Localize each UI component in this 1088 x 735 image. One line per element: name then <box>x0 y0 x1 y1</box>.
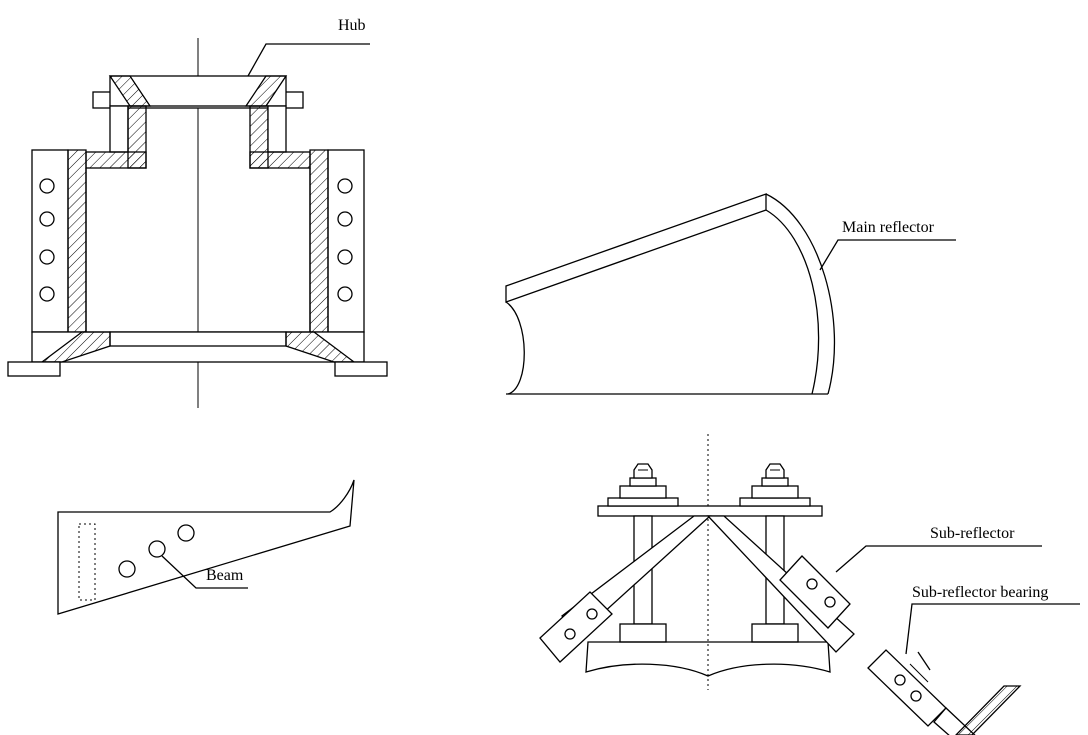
sub-reflector-bearing-block <box>867 649 947 727</box>
sub-reflector-label: Sub-reflector <box>930 525 1015 542</box>
sub-reflector-bottom-plate <box>585 641 831 677</box>
hub-left-shoulder <box>85 151 147 169</box>
hub-right-foot <box>334 361 388 377</box>
hub-bolt-hole <box>39 178 55 194</box>
sub-reflector-leader <box>835 545 1042 573</box>
main-reflector-outer-edge <box>765 193 835 395</box>
main-reflector-body-left <box>505 301 525 395</box>
bearing-foot <box>955 685 1022 735</box>
main-reflector-label: Main reflector <box>842 219 935 236</box>
sub-reflector-bearing-label: Sub-reflector bearing <box>912 584 1048 601</box>
hub-left-wall <box>67 149 87 333</box>
right-bolt-head <box>765 463 785 479</box>
beam-hole <box>118 560 136 578</box>
hub-bolt-hole <box>39 286 55 302</box>
bearing-mark <box>917 651 931 671</box>
hub-bolt-hole <box>337 286 353 302</box>
hub-label: Hub <box>338 17 366 34</box>
main-reflector-drawing: Main reflector <box>505 193 956 395</box>
hub-bolt-hole <box>337 211 353 227</box>
hub-leader <box>247 43 370 77</box>
hub-bolt-hole <box>337 178 353 194</box>
hub-drawing: Hub <box>7 17 388 408</box>
hub-base-inner <box>109 331 287 347</box>
sub-reflector-bearing-leader <box>905 603 1080 655</box>
beam-label: Beam <box>206 567 244 584</box>
hub-left-foot <box>7 361 61 377</box>
beam-slot <box>78 523 96 601</box>
hub-bolt-hole <box>39 211 55 227</box>
hub-right-wall <box>309 149 329 333</box>
left-post-nut <box>619 623 667 643</box>
hub-left-flange-weld <box>108 75 152 107</box>
left-arm-end <box>539 591 613 663</box>
beam-outline <box>57 479 355 615</box>
right-post-nut <box>751 623 799 643</box>
hub-bolt-hole <box>337 249 353 265</box>
beam-hole <box>177 524 195 542</box>
sub-reflector-drawing: Sub-reflector Sub-reflector bearing <box>539 434 1080 735</box>
hub-right-side-box <box>327 149 365 333</box>
main-reflector-leader <box>819 239 956 271</box>
sub-reflector-block <box>779 555 851 629</box>
left-bolt-head <box>633 463 653 479</box>
hub-neck-left <box>109 105 129 153</box>
hub-right-shoulder <box>249 151 311 169</box>
main-reflector-inner-edge <box>765 209 820 395</box>
beam-hole <box>148 540 166 558</box>
hub-bolt-hole <box>39 249 55 265</box>
beam-leader <box>161 555 248 589</box>
hub-left-side-box <box>31 149 69 333</box>
sub-reflector-top-plate <box>597 505 823 517</box>
main-reflector-top-edge <box>505 193 767 303</box>
hub-neck-right <box>267 105 287 153</box>
beam-drawing: Beam <box>57 479 355 615</box>
